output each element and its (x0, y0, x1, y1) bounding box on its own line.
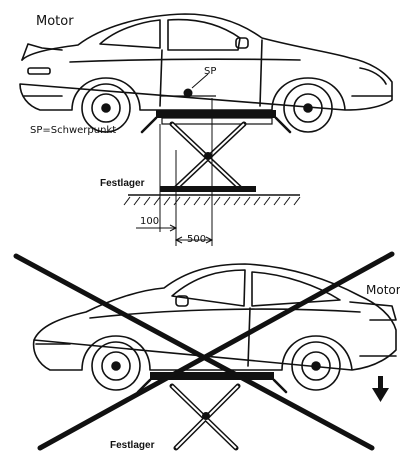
top-lift (140, 110, 292, 192)
top-ground (123, 194, 301, 206)
top-motor-label: Motor (36, 14, 74, 29)
bottom-festlager-label: Festlager (110, 440, 155, 451)
bottom-diagram: Motor Festlager (13, 251, 400, 451)
top-diagram: Motor SP SP=Schwerpunkt Festlager 100 50… (19, 13, 393, 246)
top-car (19, 13, 393, 111)
dimension-lines (136, 98, 214, 246)
top-front-wheel (283, 83, 333, 133)
bottom-motor-label: Motor (366, 283, 400, 297)
dimension-500-label: 500 (187, 234, 206, 245)
sp-legend: SP=Schwerpunkt (30, 125, 116, 136)
sp-label: SP (204, 66, 216, 77)
down-arrow-icon (372, 376, 389, 402)
bottom-car-spoiler (349, 301, 397, 321)
bottom-car (32, 263, 397, 371)
center-of-gravity-marker (160, 73, 216, 98)
top-rear-wheel (81, 83, 131, 133)
dimension-100-label: 100 (140, 216, 159, 227)
bottom-lift (136, 372, 288, 451)
top-festlager-label: Festlager (100, 178, 145, 189)
cross-out-mark (13, 251, 395, 451)
bottom-rear-wheel (291, 341, 341, 391)
bottom-front-wheel (91, 341, 141, 391)
